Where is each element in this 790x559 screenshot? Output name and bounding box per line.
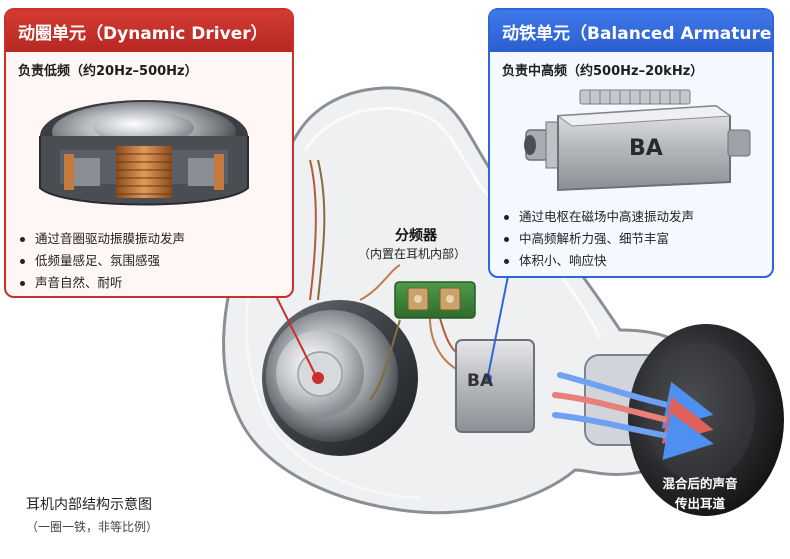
ba-unit-label: BA xyxy=(629,136,663,161)
dynamic-driver-title: 动圈单元（Dynamic Driver） xyxy=(6,10,292,52)
list-item: 低频量感足、氛围感强 xyxy=(20,250,185,272)
balanced-armature-title: 动铁单元（Balanced Armature） xyxy=(490,10,772,52)
list-item: 通过音圈驱动振膜振动发声 xyxy=(20,228,185,250)
internal-wires xyxy=(309,159,471,401)
output-sound-label: 混合后的声音 传出耳道 xyxy=(662,476,738,511)
crossover-title: 分频器 xyxy=(395,228,437,244)
ba-shell-label: BA xyxy=(467,371,494,391)
list-item: 中高频解析力强、细节丰富 xyxy=(504,228,694,250)
dynamic-driver-features: 通过音圈驱动振膜振动发声 低频量感足、氛围感强 声音自然、耐听 xyxy=(20,228,185,294)
ba-unit-icon xyxy=(524,89,751,192)
balanced-armature-subtitle: 负责中高频（约500Hz–20kHz） xyxy=(502,64,704,79)
balanced-armature-callout: 动铁单元（Balanced Armature） 负责中高频（约500Hz–20k… xyxy=(488,8,774,278)
dynamic-driver-unit xyxy=(262,300,418,456)
diagram-caption-subtitle: （一圈一铁，非等比例） xyxy=(26,520,159,534)
crossover-board xyxy=(394,281,476,319)
crossover-subtitle: （内置在耳机内部） xyxy=(358,247,467,261)
sound-flow-arrows xyxy=(552,372,714,460)
diagram-caption-title: 耳机内部结构示意图 xyxy=(26,497,152,513)
balanced-armature-features: 通过电枢在磁场中高速振动发声 中高频解析力强、细节丰富 体积小、响应快 xyxy=(504,206,694,272)
dynamic-driver-cutaway-icon xyxy=(39,100,249,206)
list-item: 通过电枢在磁场中高速振动发声 xyxy=(504,206,694,228)
dynamic-driver-callout: 动圈单元（Dynamic Driver） 负责低频（约20Hz–500Hz） 通… xyxy=(4,8,294,298)
dynamic-driver-subtitle: 负责低频（约20Hz–500Hz） xyxy=(18,64,198,79)
list-item: 体积小、响应快 xyxy=(504,250,694,272)
list-item: 声音自然、耐听 xyxy=(20,272,185,294)
